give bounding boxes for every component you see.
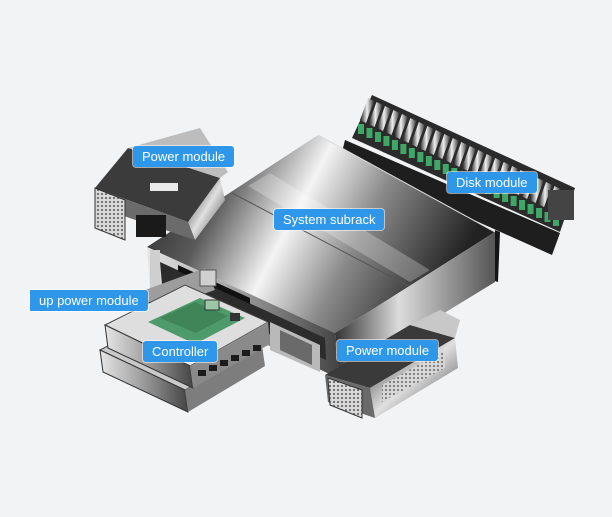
controller-port [220, 360, 228, 366]
controller-port [198, 370, 206, 376]
label-power-module-bottom: Power module [337, 340, 438, 361]
disk-handle [417, 152, 423, 162]
disk-handle [536, 208, 542, 218]
controller-port [242, 350, 250, 356]
disk-handle [366, 128, 372, 138]
disk-handle [511, 196, 517, 206]
disk-handle [519, 200, 525, 210]
disk-handle [400, 144, 406, 154]
disk-handle [409, 148, 415, 158]
disk-handle [434, 160, 440, 170]
disk-handle [358, 124, 364, 134]
disk-handle [426, 156, 432, 166]
label-system-subrack: System subrack [274, 209, 384, 230]
label-power-module-top: Power module [133, 146, 234, 167]
label-backup-power-module: up power module [30, 290, 148, 311]
disk-handle [392, 140, 398, 150]
disk-handle [528, 204, 534, 214]
label-controller: Controller [143, 341, 217, 362]
controller-port [231, 355, 239, 361]
controller-port [253, 345, 261, 351]
disk-handle [375, 132, 381, 142]
label-disk-module: Disk module [447, 172, 537, 193]
disk-handle [502, 192, 508, 202]
controller-port [209, 365, 217, 371]
disk-handle [383, 136, 389, 146]
